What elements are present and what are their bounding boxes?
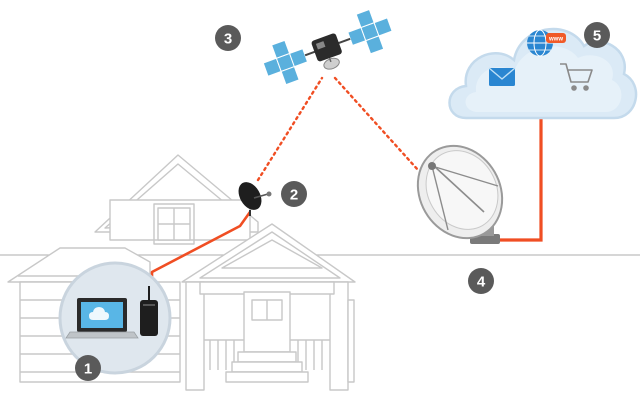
badge-2: 2 xyxy=(281,181,307,207)
svg-text:3: 3 xyxy=(224,31,232,48)
svg-text:5: 5 xyxy=(593,28,601,45)
ground-station-dish-icon xyxy=(416,144,504,244)
badge-3: 3 xyxy=(215,25,241,51)
internet-cloud-icon xyxy=(448,27,638,120)
home-dish-icon xyxy=(238,182,272,216)
downlink-signal xyxy=(333,76,420,172)
email-icon xyxy=(488,67,516,86)
home-network-icon xyxy=(58,261,172,375)
www-label: www xyxy=(548,37,563,43)
badge-4: 4 xyxy=(468,268,494,294)
uplink-signal xyxy=(256,76,324,182)
svg-text:4: 4 xyxy=(477,274,486,291)
satellite-icon xyxy=(262,8,393,86)
modem-icon xyxy=(140,286,158,336)
badge-5: 5 xyxy=(584,22,610,48)
svg-text:2: 2 xyxy=(290,187,298,204)
laptop-icon xyxy=(65,298,139,339)
badge-1: 1 xyxy=(75,355,101,381)
shopping-cart-icon xyxy=(560,63,593,91)
svg-text:1: 1 xyxy=(84,361,92,378)
globe-icon: www xyxy=(527,29,566,57)
backbone-cable xyxy=(494,116,543,242)
